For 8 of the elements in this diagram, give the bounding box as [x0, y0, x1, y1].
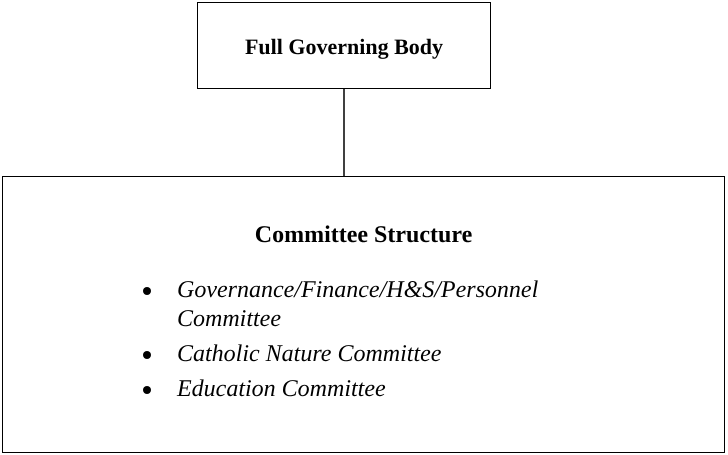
- committee-box: [2, 176, 725, 453]
- box-heading: Committee Structure: [254, 222, 474, 249]
- committee-list-item: Catholic Nature Committee: [177, 340, 442, 369]
- committee-list-item: Governance/Finance/H&S/Personnel Committee: [177, 276, 540, 334]
- governing-body-box: [197, 2, 491, 89]
- committee-list-item: Education Committee: [177, 375, 386, 404]
- box-heading: Full Governing Body: [244, 34, 444, 60]
- connector-line: [343, 89, 345, 176]
